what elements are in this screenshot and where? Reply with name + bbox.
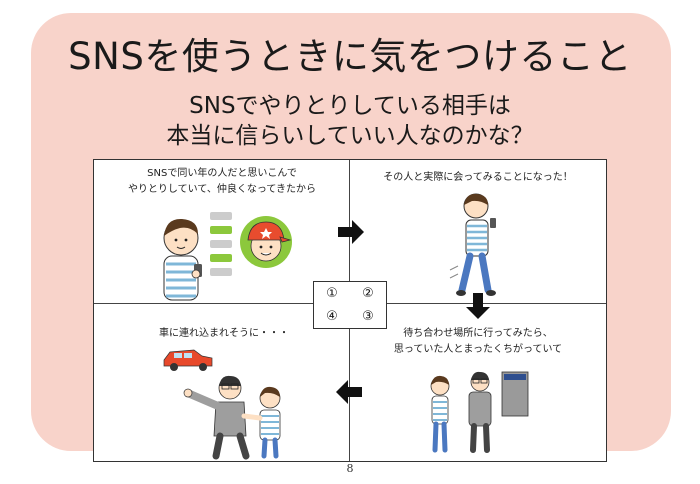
- panel-4-illustration: [163, 349, 281, 460]
- page-number: 8: [346, 462, 354, 475]
- panel-2-illustration: [449, 193, 496, 296]
- subtitle-line-2: 本当に信らいしていい人なのかな？: [166, 123, 534, 149]
- panel-order-1: ①: [326, 286, 338, 301]
- panel-1-caption-line-1: SNSで同い年の人だと思いこんで: [147, 168, 297, 179]
- panel-1-caption-line-2: やりとりしていて、仲良くなってきたから: [127, 184, 317, 195]
- panel-order-box: ① ② ④ ③: [313, 281, 387, 329]
- subtitle-line-1: SNSでやりとりしている相手は: [189, 93, 511, 119]
- panel-4-caption: 車に連れ込まれそうに・・・: [104, 326, 344, 342]
- panel-1-illustration: [163, 212, 292, 301]
- panel-3-caption-line-1: 待ち合わせ場所に行ってみたら、: [403, 328, 553, 339]
- panel-1-caption: SNSで同い年の人だと思いこんで やりとりしていて、仲良くなってきたから: [102, 166, 342, 198]
- arrow-left-icon: [336, 380, 362, 404]
- panel-order-3: ③: [362, 309, 374, 324]
- panel-3-caption: 待ち合わせ場所に行ってみたら、 思っていた人とまったくちがっていて: [356, 326, 600, 358]
- panel-3-illustration: [430, 371, 529, 453]
- comic-strip: SNSで同い年の人だと思いこんで やりとりしていて、仲良くなってきたから: [93, 159, 607, 462]
- panel-4-caption-line-1: 車に連れ込まれそうに・・・: [159, 328, 289, 339]
- arrow-down-icon: [466, 293, 490, 319]
- panel-3-caption-line-2: 思っていた人とまったくちがっていて: [393, 344, 563, 355]
- panel-2-caption-line-1: その人と実際に会ってみることになった！: [383, 172, 573, 183]
- page-title: SNSを使うときに気をつけること: [68, 35, 632, 78]
- panel-order-4: ④: [326, 309, 338, 324]
- panel-order-2: ②: [362, 286, 374, 301]
- arrow-right-icon: [338, 220, 364, 244]
- panel-2-caption: その人と実際に会ってみることになった！: [356, 170, 600, 186]
